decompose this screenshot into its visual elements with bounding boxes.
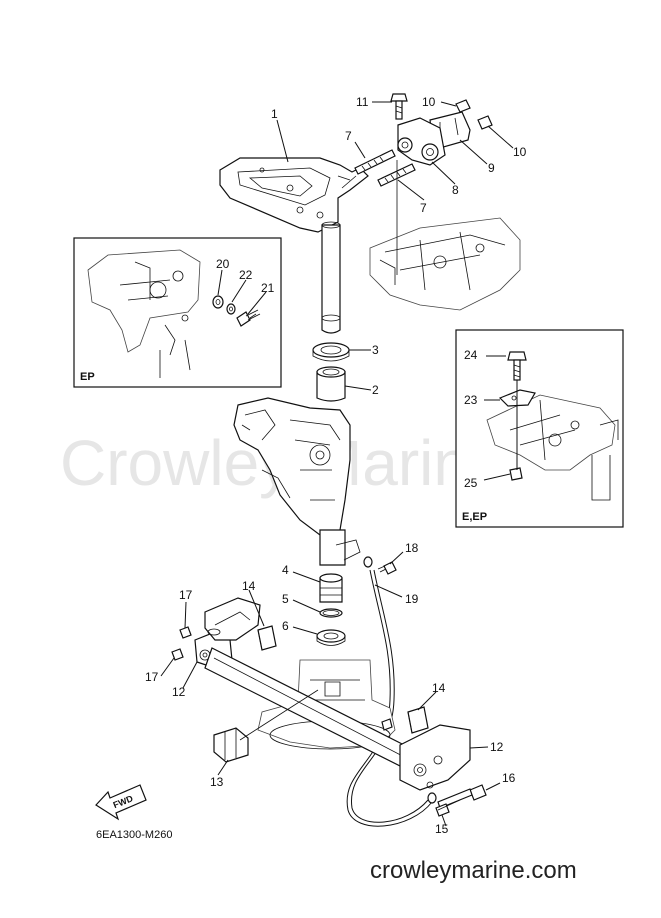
- part-18-screw: [377, 561, 397, 575]
- part-5-o-ring: [319, 608, 343, 618]
- callout-15: 15: [435, 822, 449, 836]
- part-16-bolt: [437, 784, 487, 809]
- part-7-stud-upper: [354, 149, 396, 175]
- callout-21: 21: [261, 281, 275, 295]
- callout-18: 18: [405, 541, 419, 555]
- part-14-rubber-left: [257, 625, 277, 651]
- callout-7-upper: 7: [345, 129, 352, 143]
- part-19-ground-lead: [346, 556, 437, 827]
- callout-24: 24: [464, 348, 478, 362]
- lower-case-ghost: [369, 217, 521, 311]
- part-4-mount-rubber: [319, 573, 343, 603]
- inset-e-ep-steering-drawing: [486, 394, 619, 501]
- part-17-nut-upper: [179, 626, 192, 639]
- part-14-rubber-right: [407, 706, 429, 734]
- part-20-washer: [212, 295, 224, 309]
- callout-numbers: 1 2 3 4 5 6 7 7 8 9 10 10 11 12 12 13 14…: [145, 95, 527, 836]
- callout-12-front: 12: [172, 685, 186, 699]
- callout-22: 22: [239, 268, 253, 282]
- part-2-bushing-sleeve: [316, 366, 346, 402]
- inset-e-ep: E,EP: [455, 329, 624, 528]
- fwd-arrow-icon: FWD: [95, 784, 147, 821]
- callout-13: 13: [210, 775, 224, 789]
- part-10-nut-right: [477, 115, 493, 130]
- inset-ep-bracket-drawing: [87, 249, 201, 378]
- part-7-stud-lower: [377, 163, 416, 187]
- part-6-bushing: [316, 629, 346, 646]
- callout-10-top: 10: [422, 95, 436, 109]
- callout-9: 9: [488, 161, 495, 175]
- callout-25: 25: [464, 476, 478, 490]
- part-8-clamp-block: [397, 117, 446, 166]
- part-24-bolt: [507, 351, 527, 381]
- callout-6: 6: [282, 619, 289, 633]
- part-12-rear-bracket: [399, 724, 471, 791]
- inset-ep: EP: [73, 237, 282, 388]
- diagram-code: 6EA1300-M260: [96, 829, 172, 841]
- callout-3: 3: [372, 343, 379, 357]
- callout-23: 23: [464, 393, 478, 407]
- part-21-bolt: [236, 309, 261, 327]
- part-13-damper: [213, 727, 249, 763]
- small-screw-bar: [381, 718, 393, 731]
- callout-8: 8: [452, 183, 459, 197]
- callout-20: 20: [216, 257, 230, 271]
- part-17-nut-lower: [171, 648, 184, 661]
- part-1-steering-bracket: [219, 157, 369, 334]
- callout-14-right: 14: [432, 681, 446, 695]
- callout-7-lower: 7: [420, 201, 427, 215]
- callout-19: 19: [405, 592, 419, 606]
- site-url-text: crowleymarine.com: [370, 857, 577, 884]
- callout-17-upper: 17: [179, 588, 193, 602]
- callout-11: 11: [356, 95, 369, 109]
- inset-ep-label: EP: [80, 371, 95, 383]
- part-10-nut-top: [455, 99, 471, 113]
- callout-10-right: 10: [513, 145, 527, 159]
- part-3-bushing: [312, 342, 350, 362]
- part-22-washer: [226, 303, 236, 315]
- callout-14-left: 14: [242, 579, 256, 593]
- leader-lines: [160, 101, 514, 827]
- callout-5: 5: [282, 592, 289, 606]
- callout-16: 16: [502, 771, 516, 785]
- part-15-bolt: [435, 799, 461, 817]
- callout-1: 1: [271, 107, 278, 121]
- callout-17-lower: 17: [145, 670, 159, 684]
- callout-4: 4: [282, 563, 289, 577]
- inset-e-ep-label: E,EP: [462, 511, 487, 523]
- part-11-bolt: [390, 93, 408, 120]
- callout-2: 2: [372, 383, 379, 397]
- callout-12-rear: 12: [490, 740, 504, 754]
- part-25-nut: [509, 467, 523, 481]
- swivel-bracket: [233, 397, 361, 566]
